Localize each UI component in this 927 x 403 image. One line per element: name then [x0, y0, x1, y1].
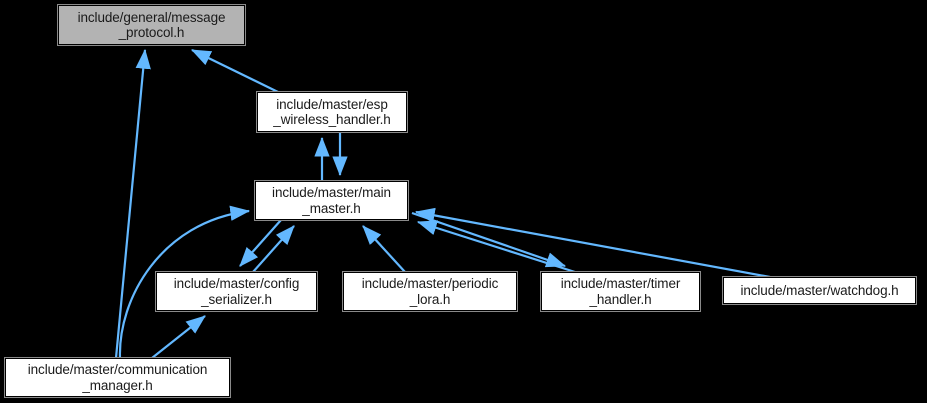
edge-watchdog-to-main_master — [414, 207, 771, 279]
node-config-serializer[interactable]: include/master/config _serializer.h — [155, 271, 318, 312]
node-message-protocol[interactable]: include/general/message _protocol.h — [57, 4, 246, 46]
edge-esp_wireless_handler-to-message_protocol — [191, 49, 279, 93]
edge-periodic_lora-to-main_master — [362, 225, 406, 273]
edge-communication_manager-to-config_serializer — [151, 315, 206, 359]
node-esp-wireless-handler[interactable]: include/master/esp _wireless_handler.h — [256, 91, 408, 133]
node-label: include/master/timer _handler.h — [560, 276, 681, 307]
node-label: include/master/periodic _lora.h — [361, 276, 499, 307]
node-label: include/master/config _serializer.h — [173, 276, 300, 307]
node-label: include/master/communication _manager.h — [27, 362, 208, 393]
node-label: include/general/message _protocol.h — [77, 9, 226, 41]
edge-communication_manager-to-message_protocol — [114, 48, 151, 359]
node-periodic-lora[interactable]: include/master/periodic _lora.h — [342, 271, 518, 312]
edge-timer_handler-to-main_master — [416, 220, 576, 274]
node-label: include/master/watchdog.h — [740, 282, 899, 298]
node-label: include/master/esp _wireless_handler.h — [273, 96, 391, 128]
edge-config_serializer-to-main_master — [252, 225, 295, 273]
node-label: include/master/main _master.h — [272, 185, 391, 216]
edge-main_master-to-timer_handler — [411, 211, 567, 268]
node-main-master[interactable]: include/master/main _master.h — [254, 180, 409, 221]
node-watchdog[interactable]: include/master/watchdog.h — [722, 276, 917, 305]
node-communication-manager[interactable]: include/master/communication _manager.h — [4, 357, 231, 398]
edge-group — [114, 48, 771, 359]
node-timer-handler[interactable]: include/master/timer _handler.h — [540, 271, 701, 312]
edge-communication_manager-to-main_master — [118, 205, 251, 359]
edge-main_master-to-config_serializer — [239, 219, 282, 267]
